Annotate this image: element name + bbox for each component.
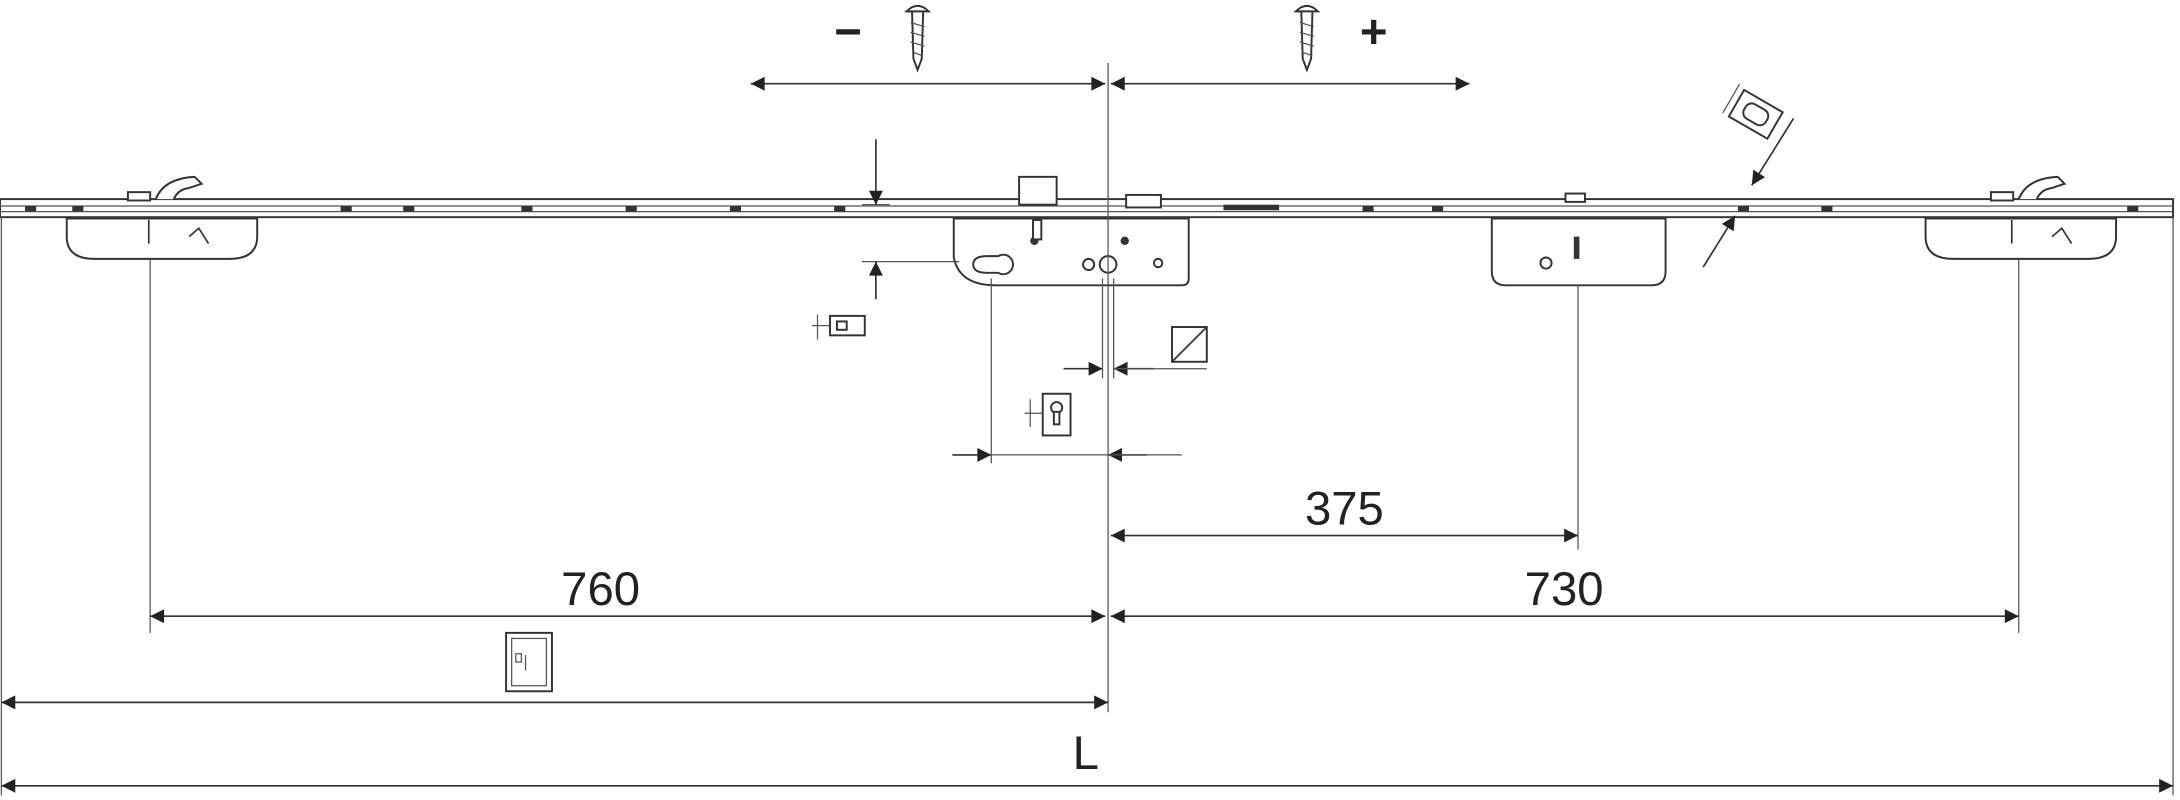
door-icon bbox=[505, 631, 553, 693]
offset-icon bbox=[811, 314, 866, 340]
lock-rail bbox=[0, 198, 2175, 219]
screw-icon bbox=[1293, 4, 1321, 73]
dimension-730-label: 730 bbox=[1525, 563, 1604, 616]
plus-label: + bbox=[1360, 6, 1388, 59]
dimension-375-label: 375 bbox=[1305, 482, 1384, 535]
backset-dimension bbox=[952, 392, 1182, 462]
dimension-760: 760 bbox=[150, 563, 1106, 624]
spindle-dimension bbox=[1063, 326, 1208, 376]
right-hook-bolt bbox=[1924, 175, 2118, 260]
handle-height-dimension bbox=[1, 631, 1109, 710]
keeper-icon bbox=[1722, 83, 1785, 141]
cylinder-icon bbox=[1024, 392, 1072, 437]
dimension-760-label: 760 bbox=[561, 563, 640, 616]
adjustment-dimension: − + bbox=[750, 4, 1470, 91]
minus-label: − bbox=[834, 6, 862, 59]
left-hook-bolt bbox=[65, 175, 259, 260]
faceplate-offset-dimension bbox=[811, 139, 883, 340]
main-lock-case bbox=[952, 175, 1190, 287]
screw-icon bbox=[904, 4, 932, 73]
keeper-adjust-dimension bbox=[1702, 83, 1795, 268]
extension-lines bbox=[0, 62, 2174, 796]
dimension-total-length: L bbox=[1, 727, 2174, 793]
dimension-375: 375 bbox=[1110, 482, 1578, 543]
dimension-730: 730 bbox=[1110, 563, 2019, 624]
spindle-square-icon bbox=[1171, 326, 1208, 363]
total-length-label: L bbox=[1073, 727, 1099, 780]
secondary-lock-case bbox=[1490, 192, 1667, 287]
